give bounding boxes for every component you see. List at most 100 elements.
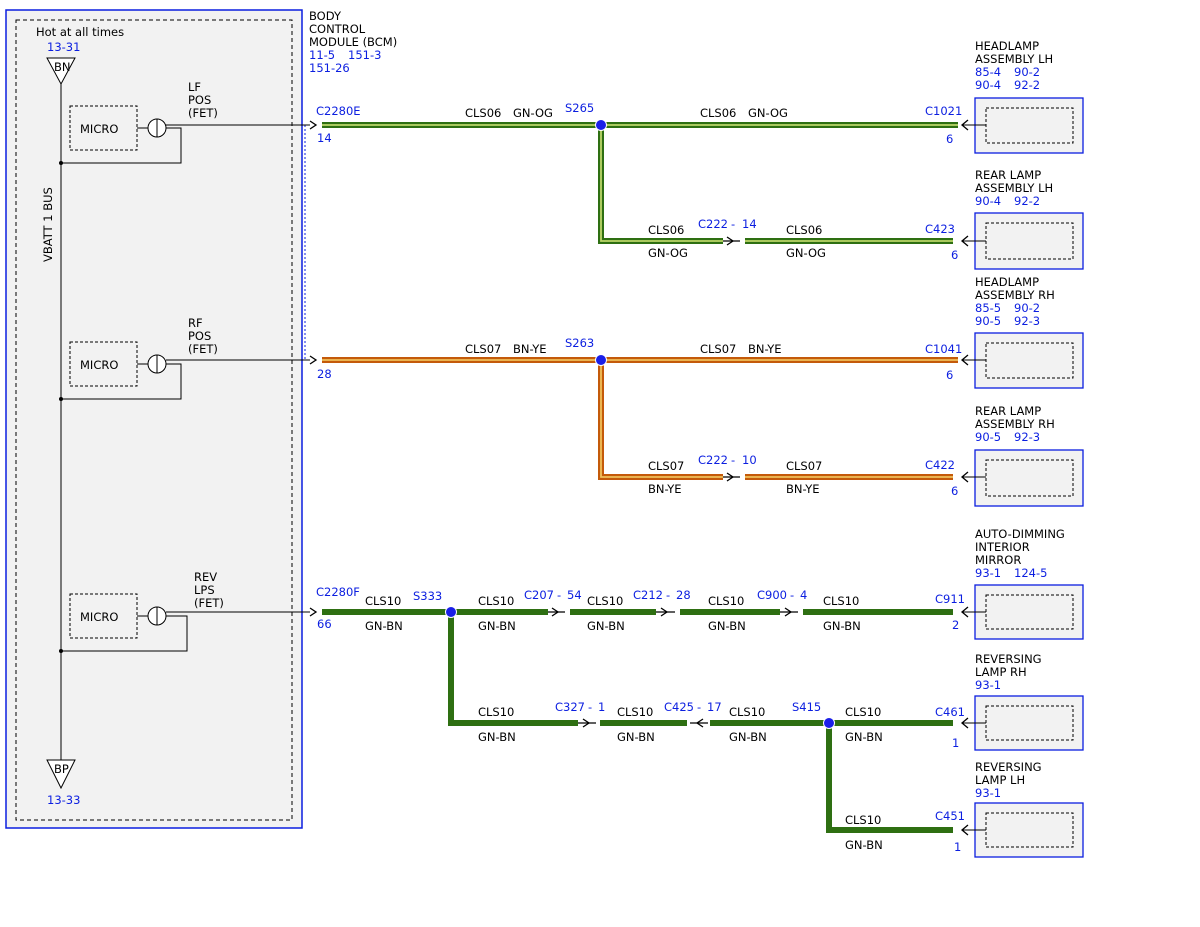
c461-label: C461 [935,705,965,719]
micro-box [69,105,138,151]
bus-node [59,649,63,653]
component-inner-box [985,459,1074,497]
circuit-label: CLS07 [786,459,822,473]
component-title-3: MIRROR [975,553,1021,567]
wire-cls06 [322,122,958,244]
component-ref: 90-2 [1014,301,1040,315]
c222a-dash: - [731,217,735,231]
c451-label: C451 [935,809,965,823]
wire-stripe [600,360,723,478]
wire-color-label: GN-BN [729,730,767,744]
c222b-label: C222 [698,453,728,467]
component-title-1: REVERSING [975,760,1042,774]
c2280f-pin-66: 66 [317,617,332,631]
c2280e-pin28-arrow-icon [309,355,318,365]
splice-s263 [595,354,607,366]
circuit-label: CLS07 [648,459,684,473]
splice-s415-label: S415 [792,700,821,714]
component-ref: 93-1 [975,566,1001,580]
circuit-label: CLS07 [700,342,736,356]
hot-at-all-times-label: Hot at all times [36,25,124,39]
micro-label: MICRO [80,122,118,136]
component-ref: 92-3 [1014,314,1040,328]
bcm-module: Hot at all times 13-31 BN VBATT 1 BUS BP… [5,9,397,829]
component-ref: 90-5 [975,314,1001,328]
circuit-label: CLS06 [700,106,736,120]
c900-pin: 4 [800,588,807,602]
component-title-1: REVERSING [975,652,1042,666]
bcm-outer-box [5,9,303,829]
wire-cls10 [322,609,953,833]
bus-bottom-triangle-icon [46,759,76,790]
c1041-label: C1041 [925,342,962,356]
component-ref: 90-2 [1014,65,1040,79]
c327-pin: 1 [598,700,605,714]
component-title-1: REAR LAMP [975,404,1041,418]
component-title-2: INTERIOR [975,540,1030,554]
bus-top-label: BN [54,60,71,74]
bcm-inner-dashed-box [15,19,293,821]
c207-label: C207 [524,588,554,602]
bus-node [59,397,63,401]
micro-rev-lps: MICRO REV LPS (FET) [59,570,310,653]
circuit-label: CLS10 [845,705,881,719]
fet-label-3: (FET) [194,596,224,610]
c2280e-pin14-arrow-icon [309,120,318,130]
component-title-2: ASSEMBLY LH [975,181,1053,195]
fet-label-2: LPS [194,583,215,597]
micro-rf-pos: MICRO RF POS (FET) [59,316,310,401]
wire-color-label: GN-OG [748,106,788,120]
splice-s265 [595,119,607,131]
inline-connectors [548,236,798,728]
c1021-pin: 6 [946,132,953,146]
component-ref: 90-5 [975,430,1001,444]
fet-loop [61,127,182,164]
component-box [974,584,1084,640]
wire-stripe [600,125,723,242]
c423-pin: 6 [951,248,958,262]
c212-pin: 28 [676,588,691,602]
component-reversing-lamp-lh: REVERSING LAMP LH 93-1 [960,760,1084,858]
c1021-label: C1021 [925,104,962,118]
component-reversing-lamp-rh: REVERSING LAMP RH 93-1 [960,652,1084,751]
micro-box [69,593,138,639]
wire-color-label: GN-BN [845,730,883,744]
c2280e-pin-14: 14 [317,131,332,145]
wire-color-label: GN-BN [823,619,861,633]
fet-loop [61,363,182,400]
micro-box [69,341,138,387]
wire-color-label: BN-YE [513,342,547,356]
circuit-label: CLS06 [465,106,501,120]
micro-label: MICRO [80,358,118,372]
bcm-title-line-2: CONTROL [309,22,366,36]
bcm-ref-2: 151-3 [348,48,381,62]
wire-color-label: BN-YE [648,482,682,496]
component-ref: 85-5 [975,301,1001,315]
circuit-label: CLS10 [587,594,623,608]
c2280f-pin66-arrow-icon [309,607,318,617]
wires [322,122,958,833]
component-auto-dimming-mirror: AUTO-DIMMING INTERIOR MIRROR 93-1 124-5 [960,527,1084,640]
c222a-pin: 14 [742,217,757,231]
c423-label: C423 [925,222,955,236]
c422-pin: 6 [951,484,958,498]
wire-cls07 [322,357,958,480]
wire-color-label: GN-BN [365,619,403,633]
c900-dash: - [790,588,794,602]
component-box [974,97,1084,154]
component-ref: 92-2 [1014,78,1040,92]
circuit-label: CLS10 [365,594,401,608]
c327-dash: - [588,700,592,714]
wire-color-label: BN-YE [748,342,782,356]
component-title-2: ASSEMBLY RH [975,417,1055,431]
component-ref: 90-4 [975,78,1001,92]
circuit-label: CLS10 [617,705,653,719]
wire-color-label: GN-BN [708,619,746,633]
splice-s333 [445,606,457,618]
component-rear-lamp-rh: REAR LAMP ASSEMBLY RH 90-5 92-3 [960,404,1084,507]
component-ref: 93-1 [975,678,1001,692]
wire-color-label: GN-OG [786,246,826,260]
splice-s333-label: S333 [413,589,442,603]
c422-label: C422 [925,458,955,472]
